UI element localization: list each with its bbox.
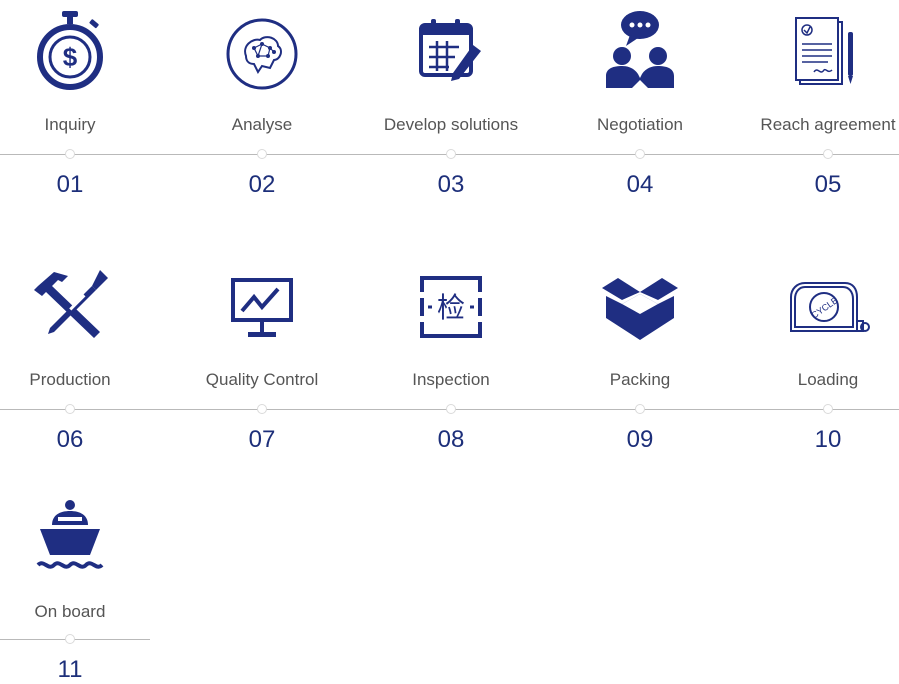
calendar-pen-icon: [419, 19, 481, 81]
svg-text:$: $: [63, 42, 78, 72]
step-number: 11: [57, 656, 83, 683]
step-label: Develop solutions: [383, 115, 519, 134]
people-chat-icon: [606, 11, 674, 88]
stopwatch-dollar-icon: $: [37, 11, 103, 90]
step-label: Inquiry: [44, 115, 96, 134]
step-label: Negotiation: [596, 115, 683, 134]
step-number: 03: [437, 171, 465, 198]
hammer-screwdriver-icon: [34, 270, 108, 338]
timeline-dot: [823, 404, 833, 414]
step-number: 09: [626, 426, 654, 453]
step-label: Packing: [609, 370, 671, 389]
ship-icon: [36, 500, 104, 569]
step-label: Quality Control: [205, 370, 319, 389]
row-3-timeline-line: [0, 639, 150, 640]
step-number: 07: [248, 426, 276, 453]
step-number: 06: [56, 426, 84, 453]
timeline-dot: [257, 149, 267, 159]
timeline-dot: [65, 149, 75, 159]
contract-signature-icon: [795, 17, 853, 85]
step-number: 02: [248, 171, 276, 198]
step-label: Analyse: [231, 115, 293, 134]
step-label: Inspection: [412, 370, 490, 389]
svg-text:检: 检: [437, 291, 465, 324]
open-box-icon: [602, 278, 678, 340]
inspection-frame-icon: 检: [420, 276, 482, 338]
step-number: 04: [626, 171, 654, 198]
timeline-dot: [65, 404, 75, 414]
timeline-dot: [446, 404, 456, 414]
step-label: On board: [34, 602, 106, 621]
timeline-dot: [446, 149, 456, 159]
step-number: 08: [437, 426, 465, 453]
step-number: 01: [56, 171, 84, 198]
timeline-dot: [257, 404, 267, 414]
timeline-dot: [635, 149, 645, 159]
step-number: 10: [814, 426, 842, 453]
step-number: 05: [814, 171, 842, 198]
step-label: Reach agreement: [760, 115, 896, 134]
timeline-dot: [823, 149, 833, 159]
step-label: Production: [29, 370, 111, 389]
brain-network-icon: [226, 18, 298, 90]
monitor-chart-icon: [231, 278, 293, 337]
tape-measure-icon: CYCLE: [790, 282, 870, 332]
timeline-dot: [65, 634, 75, 644]
timeline-dot: [635, 404, 645, 414]
step-label: Loading: [797, 370, 859, 389]
